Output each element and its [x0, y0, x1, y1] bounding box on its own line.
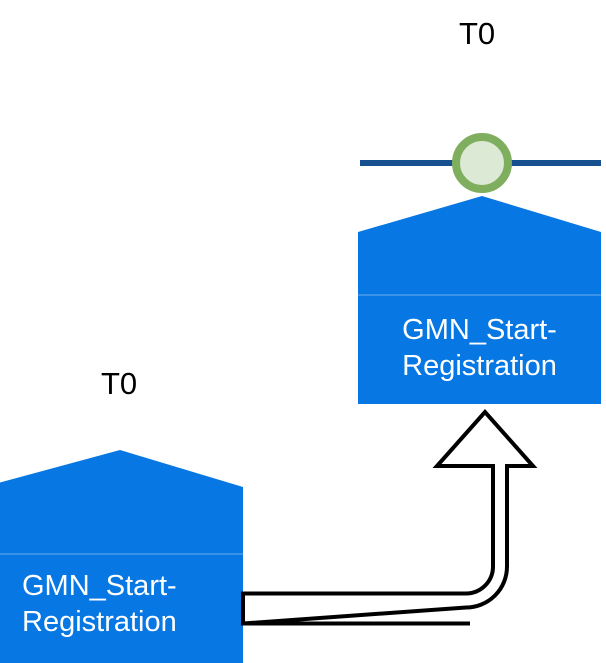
node-bottom-group[interactable] — [0, 450, 243, 663]
flow-arrow-outline[interactable] — [241, 408, 538, 626]
node-top-shape[interactable] — [358, 196, 601, 404]
node-top-label: GMN_Start- Registration — [402, 314, 557, 382]
timeline-label-top: T0 — [459, 16, 496, 51]
event-marker-circle[interactable] — [452, 133, 512, 193]
node-top-group[interactable] — [358, 133, 601, 404]
timeline-label-bottom: T0 — [101, 366, 138, 401]
node-bottom-shape[interactable] — [0, 450, 243, 663]
node-bottom-label: GMN_Start- Registration — [22, 570, 177, 638]
